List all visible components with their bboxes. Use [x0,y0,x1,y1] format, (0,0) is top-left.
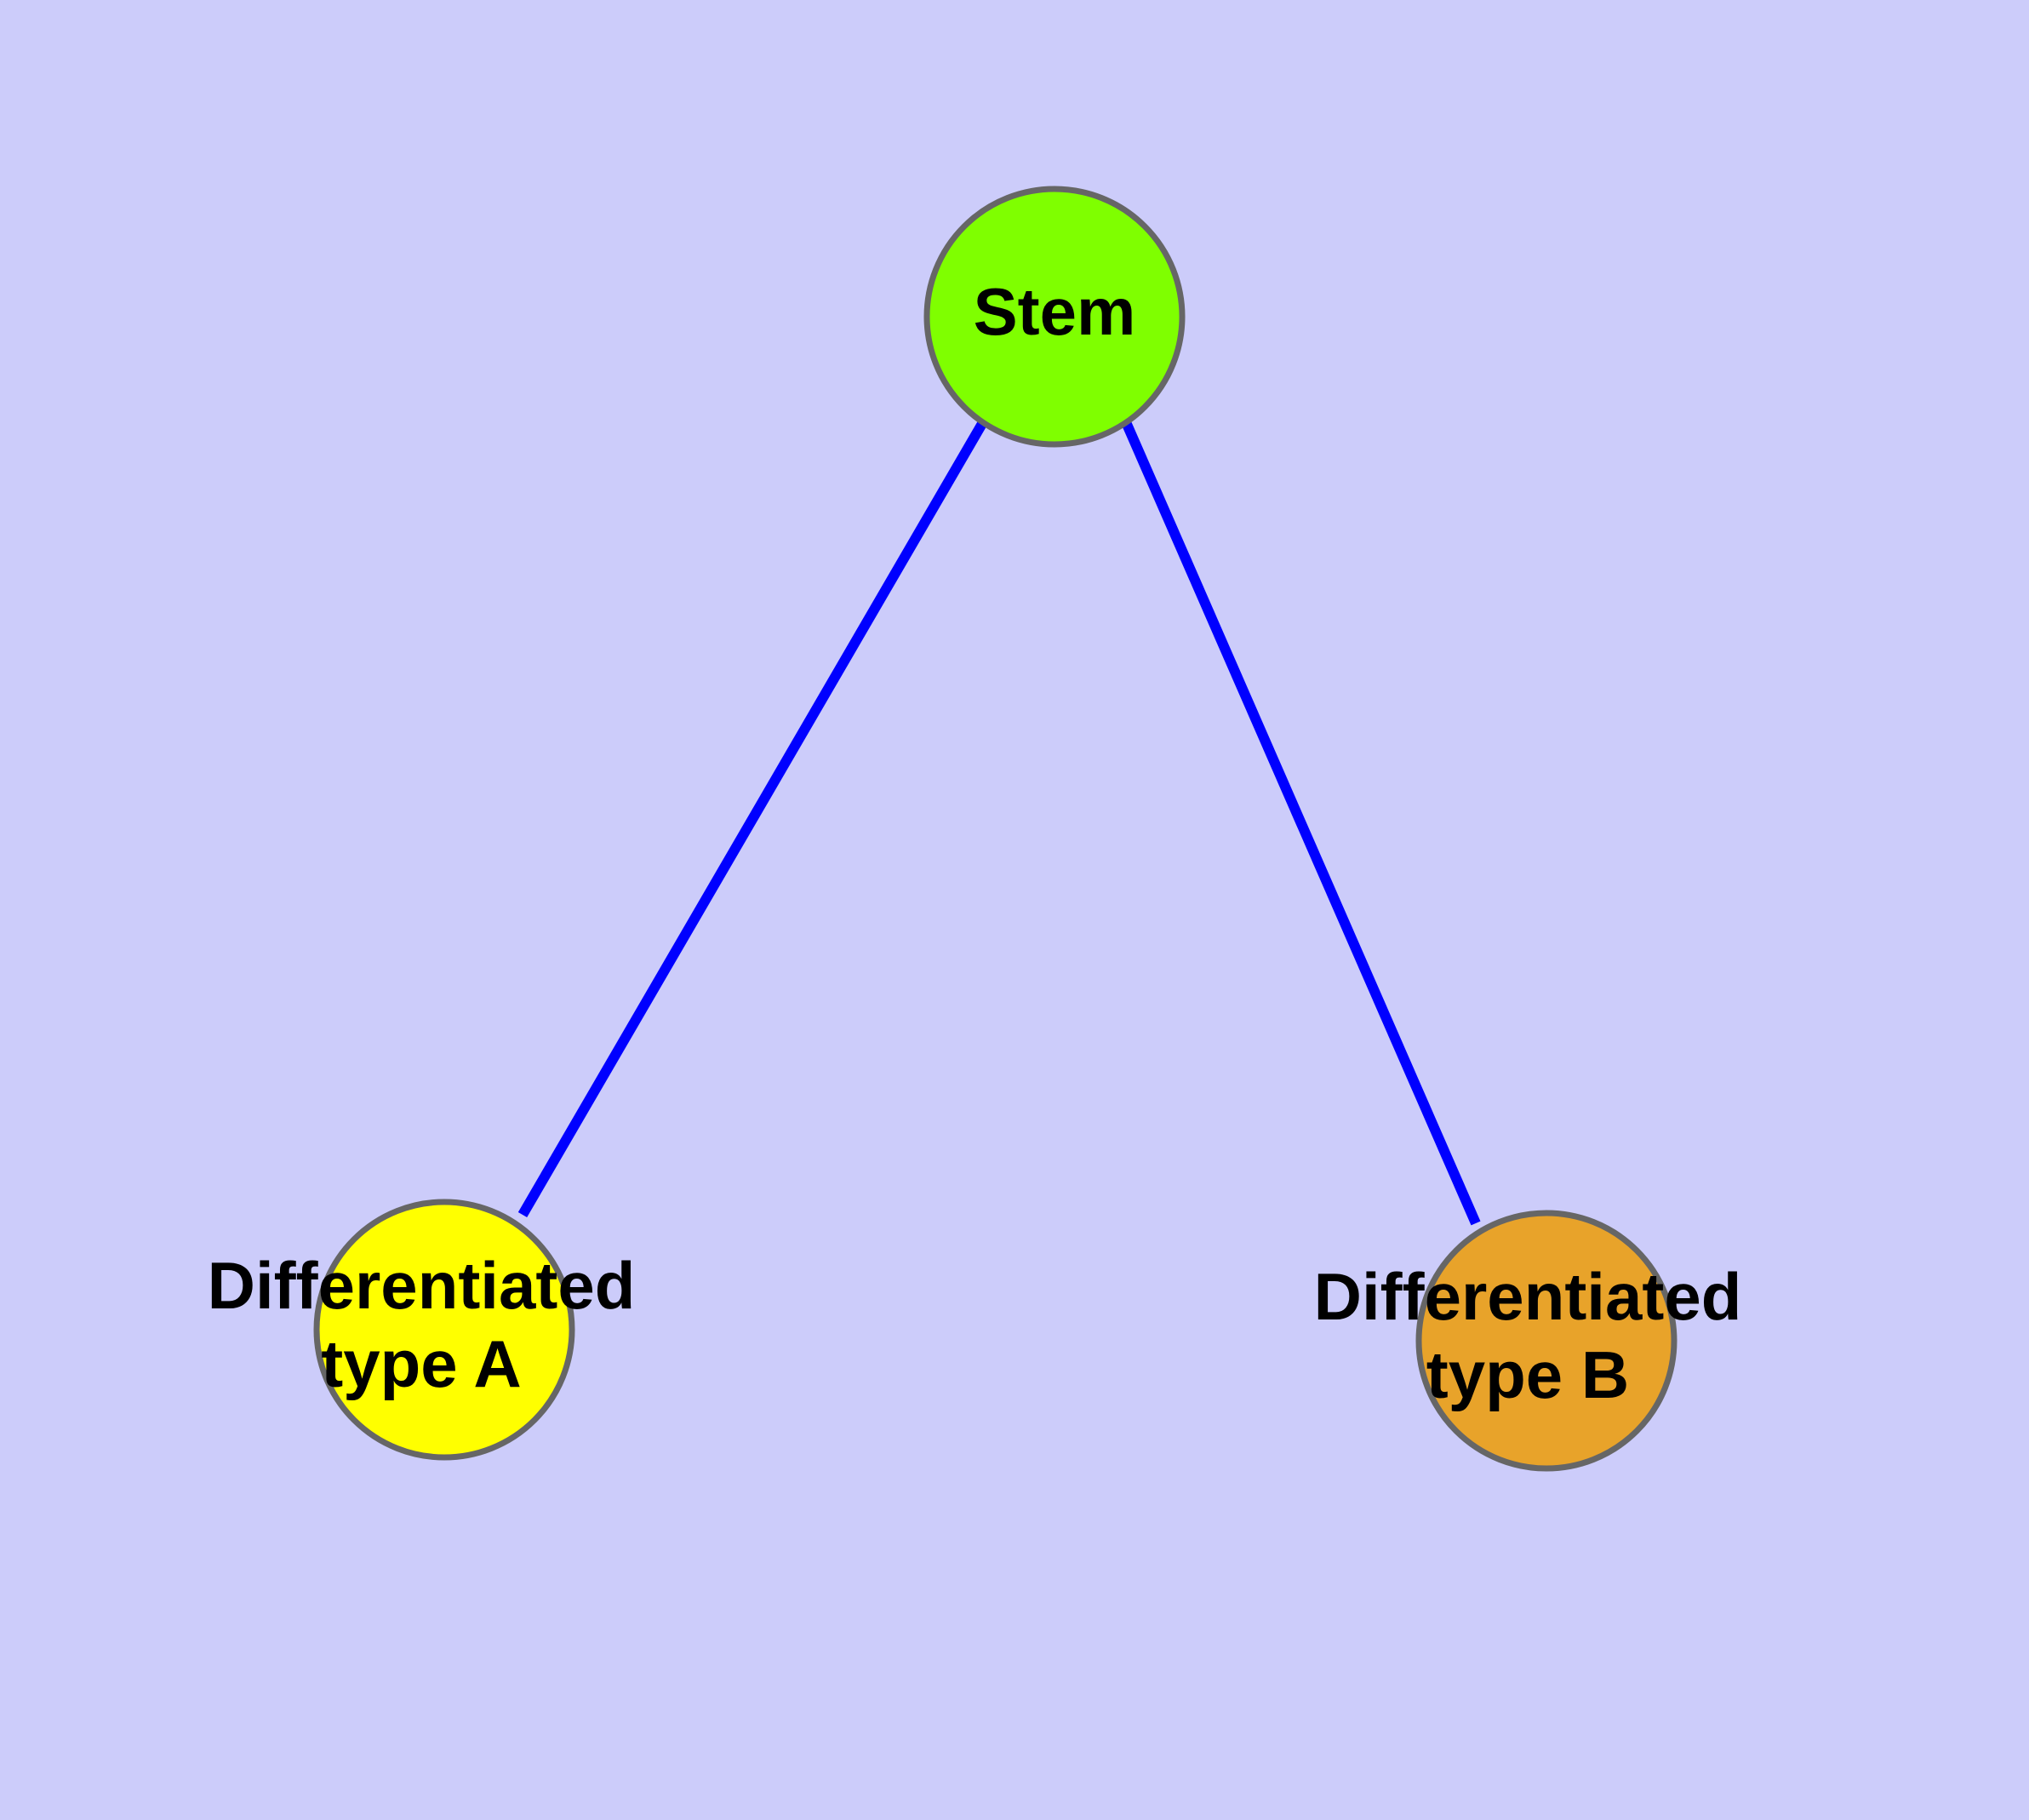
edges-layer [517,419,1481,1226]
node-differentiated-type-a[interactable] [313,1199,575,1461]
node-label-stem: Stem [974,274,1136,349]
node-label-line: Differentiated [208,1248,636,1323]
node-label-line: type A [321,1326,522,1401]
node-differentiated-type-b[interactable] [1415,1210,1677,1472]
edge-stem-to-differentiated-a[interactable] [517,419,988,1218]
node-label-line: Differentiated [1314,1259,1742,1334]
node-label-line: Stem [974,274,1136,349]
nodes-layer [313,186,1677,1472]
node-stem[interactable] [923,186,1186,448]
edge-stem-to-differentiated-b[interactable] [1121,420,1481,1226]
node-label-line: type B [1426,1337,1629,1412]
